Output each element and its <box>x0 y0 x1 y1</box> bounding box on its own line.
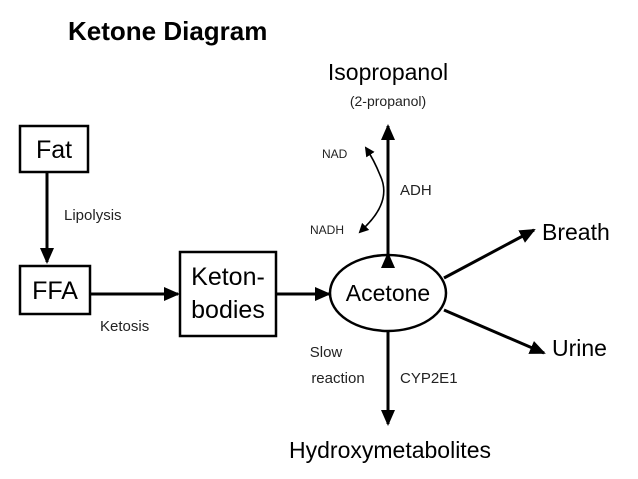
isopropanol-label: Isopropanol <box>328 59 448 85</box>
nadh-hook <box>358 222 370 234</box>
slow-reaction-label-line1: Slow <box>310 344 343 361</box>
ketosis-label: Ketosis <box>100 318 149 335</box>
acetone-label: Acetone <box>346 280 430 306</box>
adh-label: ADH <box>400 182 432 199</box>
lipolysis-label: Lipolysis <box>64 207 122 224</box>
ffa-label: FFA <box>32 277 78 305</box>
nadh-label: NADH <box>310 223 344 237</box>
nad-label: NAD <box>322 147 348 161</box>
ketonbodies-label-line2: bodies <box>191 296 265 324</box>
ketonbodies-label-line1: Keton- <box>191 263 265 291</box>
fat-box <box>18 124 90 174</box>
ketonbodies-box <box>178 250 278 338</box>
breath-label: Breath <box>542 219 610 245</box>
acetone-to-breath-arrow <box>443 228 536 280</box>
ffa-box <box>18 264 92 316</box>
fat-label: Fat <box>36 136 72 164</box>
nad-nadh-curve <box>364 146 385 227</box>
cyp2e1-label: CYP2E1 <box>400 370 458 387</box>
slow-reaction-label-line2: reaction <box>311 370 364 387</box>
urine-label: Urine <box>552 335 607 361</box>
acetone-to-urine-arrow <box>443 308 546 355</box>
isopropanol-sublabel: (2-propanol) <box>350 93 426 109</box>
diagram-title: Ketone Diagram <box>68 16 267 46</box>
hydroxymetabolites-label: Hydroxymetabolites <box>289 437 491 463</box>
